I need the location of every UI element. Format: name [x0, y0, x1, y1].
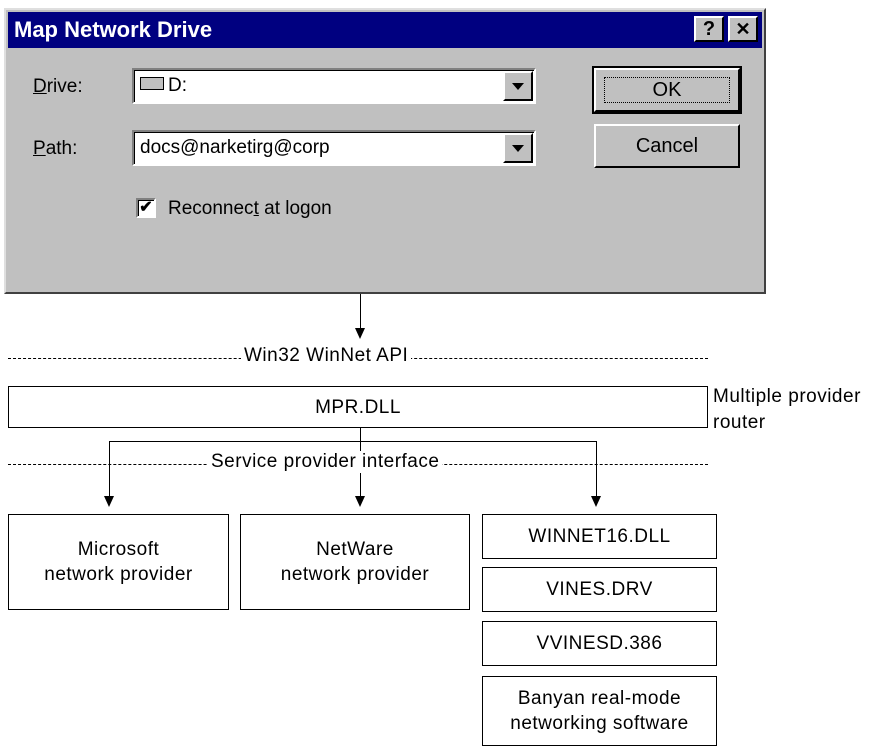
api-label: Win32 WinNet API: [241, 345, 412, 367]
cancel-button[interactable]: Cancel: [594, 124, 740, 168]
connector-mpr-winnet16: [596, 441, 597, 496]
dialog-title: Map Network Drive: [14, 17, 213, 42]
path-value: docs@narketirg@corp: [140, 137, 330, 158]
connector-dialog-api: [360, 294, 361, 328]
reconnect-checkbox[interactable]: ✔: [136, 198, 156, 218]
netware-provider-box: NetWare network provider: [240, 514, 470, 610]
cancel-label: Cancel: [635, 135, 699, 157]
arrowhead: [591, 496, 601, 507]
connector-mpr-branch: [109, 441, 597, 442]
drive-icon: [140, 77, 164, 91]
close-button[interactable]: ✕: [728, 16, 758, 42]
mpr-note: Multiple provider router: [713, 386, 861, 433]
arrowhead: [355, 496, 365, 507]
help-button[interactable]: ?: [694, 16, 724, 42]
drive-dropdown-button[interactable]: [503, 71, 533, 101]
ok-label: OK: [652, 79, 682, 101]
connector-mpr-microsoft: [109, 441, 110, 496]
focus-ring: [604, 77, 730, 103]
drive-value: D:: [168, 75, 187, 96]
vines-drv-box: VINES.DRV: [482, 567, 717, 612]
path-label: Path:: [33, 138, 78, 159]
arrowhead: [355, 328, 365, 339]
arrowhead: [104, 496, 114, 507]
drive-label: Drive:: [33, 76, 83, 97]
spi-label: Service provider interface: [208, 451, 443, 473]
path-dropdown-button[interactable]: [503, 133, 533, 163]
title-bar: [8, 12, 762, 48]
banyan-software-box: Banyan real-mode networking software: [482, 676, 717, 746]
winnet16-dll-box: WINNET16.DLL: [482, 514, 717, 559]
drive-select[interactable]: D:: [132, 68, 536, 104]
vvinesd-386-box: VVINESD.386: [482, 621, 717, 666]
path-combobox[interactable]: docs@narketirg@corp: [132, 130, 536, 166]
reconnect-label: Reconnect at logon: [168, 198, 332, 219]
microsoft-provider-box: Microsoft network provider: [8, 514, 229, 610]
mpr-dll-box: MPR.DLL: [8, 386, 708, 428]
ok-button[interactable]: OK: [592, 66, 742, 114]
